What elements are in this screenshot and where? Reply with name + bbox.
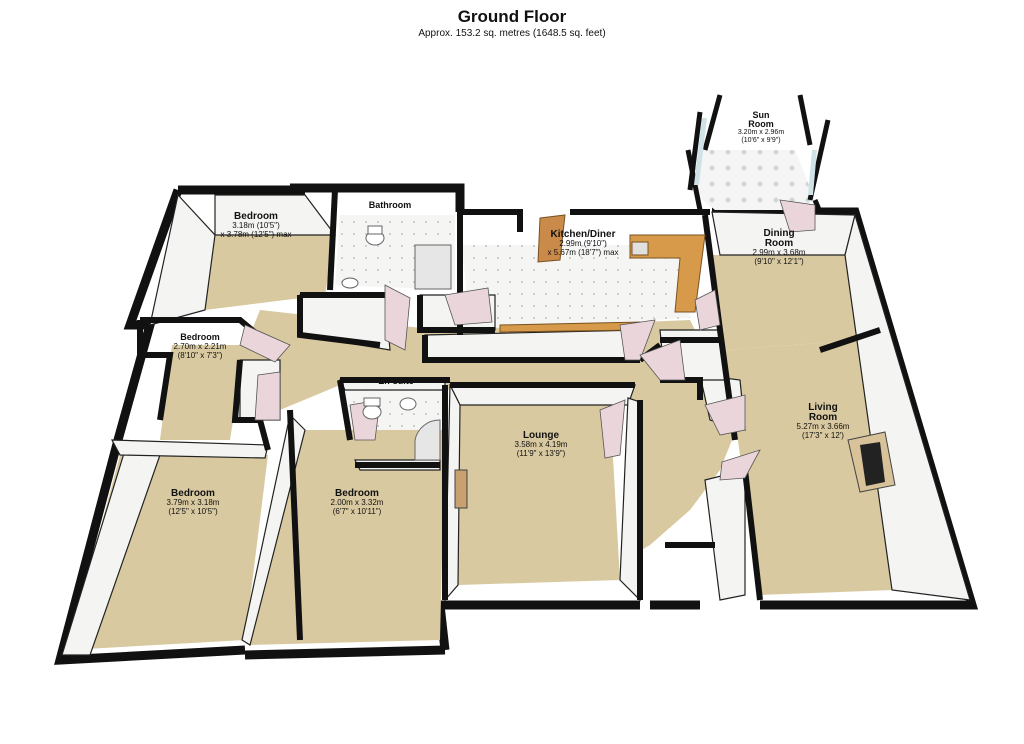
header: Ground Floor Approx. 153.2 sq. metres (1…: [0, 6, 1024, 40]
room-label-bedroom-1: Bedroom 3.18m (10'5") x 3.78m (12'5") ma…: [220, 211, 292, 239]
floor-hall: [240, 310, 740, 560]
page-title: Ground Floor: [457, 7, 567, 26]
floor-dining: [712, 255, 860, 350]
room-label-bathroom: Bathroom: [368, 200, 412, 210]
room-label-en-suite: En-suite: [378, 376, 414, 386]
floor-sun-room: [690, 150, 815, 210]
floor-lounge: [458, 405, 620, 585]
room-label-dining-room: Dining Room 2.99m x 3.68m (9'10" x 12'1"…: [752, 228, 806, 266]
doors: [239, 199, 816, 481]
floor-bedroom-1: [205, 235, 335, 310]
room-label-kitchen-diner: Kitchen/Diner 2.99m (9'10") x 5.67m (18'…: [547, 229, 619, 257]
interior-walls: [137, 189, 881, 641]
room-label-sun-room: Sun Room 3.20m x 2.96m (10'6" x 9'9"): [737, 110, 785, 144]
page-subtitle: Approx. 153.2 sq. metres (1648.5 sq. fee…: [418, 28, 606, 39]
bathroom-fixtures: [341, 225, 452, 461]
room-label-bedroom-3: Bedroom 3.79m x 3.18m (12'5" x 10'5"): [166, 488, 220, 516]
floor-living: [725, 340, 892, 595]
kitchen-counter: [499, 214, 706, 333]
exterior-walls: [54, 183, 979, 665]
room-label-living-room: Living Room 5.27m x 3.66m (17'3" x 12'): [796, 402, 850, 440]
room-label-bedroom-4: Bedroom 2.00m x 3.32m (6'7" x 10'11"): [330, 488, 384, 516]
room-label-lounge: Lounge 3.58m x 4.19m (11'9" x 13'9"): [514, 430, 568, 458]
fireplace: [454, 431, 896, 509]
room-label-bedroom-2: Bedroom 2.70m x 2.21m (8'10" x 7'3"): [173, 332, 227, 360]
glass-panes: [694, 118, 817, 195]
floor-bedroom-2: [160, 345, 245, 440]
floor-kitchen: [462, 245, 690, 330]
